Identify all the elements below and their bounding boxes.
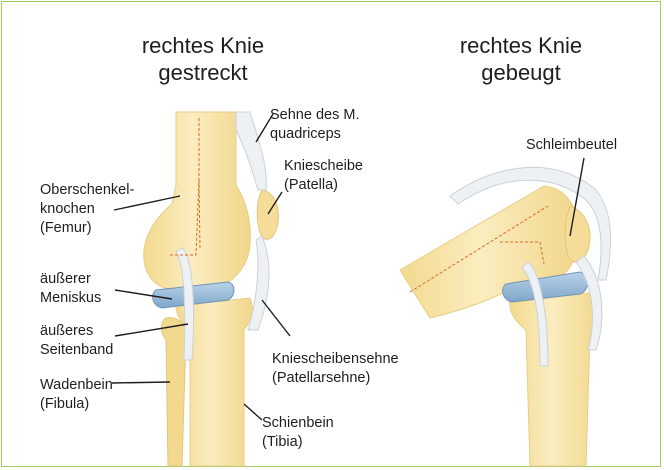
patella-bone-bent: [565, 206, 590, 262]
leader-patellar-tendon: [262, 300, 290, 336]
label-tibia-line2: (Tibia): [262, 433, 334, 452]
title-bent-line2: gebeugt: [426, 59, 616, 86]
label-femur-line1: Oberschenkel-: [40, 181, 134, 200]
label-femur: Oberschenkel- knochen (Femur): [40, 181, 134, 238]
title-bent-line1: rechtes Knie: [426, 32, 616, 59]
patella-bone: [257, 190, 278, 239]
leader-tibia: [244, 404, 262, 420]
fibula-bone: [162, 318, 187, 466]
label-ligament-line2: Seitenband: [40, 341, 113, 360]
label-patella: Kniescheibe (Patella): [284, 157, 363, 195]
label-patella-line1: Kniescheibe: [284, 157, 363, 176]
title-extended: rechtes Knie gestreckt: [108, 32, 298, 86]
label-patellar-line2: (Patellarsehne): [272, 369, 399, 388]
label-patella-line2: (Patella): [284, 176, 363, 195]
label-fibula: Wadenbein (Fibula): [40, 376, 113, 414]
label-tibia: Schienbein (Tibia): [262, 414, 334, 452]
label-tibia-line1: Schienbein: [262, 414, 334, 433]
label-lateral-ligament: äußeres Seitenband: [40, 322, 113, 360]
tibia-bone-bent: [510, 292, 601, 466]
title-bent: rechtes Knie gebeugt: [426, 32, 616, 86]
label-meniscus-line2: Meniskus: [40, 289, 101, 308]
label-bursa: Schleimbeutel: [526, 136, 617, 155]
label-quadriceps-tendon: Sehne des M. quadriceps: [270, 106, 359, 144]
label-bursa-line1: Schleimbeutel: [526, 136, 617, 155]
label-meniscus-line1: äußerer: [40, 270, 101, 289]
label-quadriceps-line2: quadriceps: [270, 125, 359, 144]
label-patellar-tendon: Kniescheibensehne (Patellarsehne): [272, 350, 399, 388]
quadriceps-tendon-shape: [236, 112, 266, 190]
label-ligament-line1: äußeres: [40, 322, 113, 341]
title-extended-line1: rechtes Knie: [108, 32, 298, 59]
bent-knee: [400, 167, 611, 466]
label-fibula-line2: (Fibula): [40, 395, 113, 414]
label-femur-line3: (Femur): [40, 219, 134, 238]
title-extended-line2: gestreckt: [108, 59, 298, 86]
label-femur-line2: knochen: [40, 200, 134, 219]
leader-fibula: [112, 382, 170, 383]
label-fibula-line1: Wadenbein: [40, 376, 113, 395]
label-quadriceps-line1: Sehne des M.: [270, 106, 359, 125]
label-lateral-meniscus: äußerer Meniskus: [40, 270, 101, 308]
label-patellar-line1: Kniescheibensehne: [272, 350, 399, 369]
extended-knee: [144, 112, 279, 466]
